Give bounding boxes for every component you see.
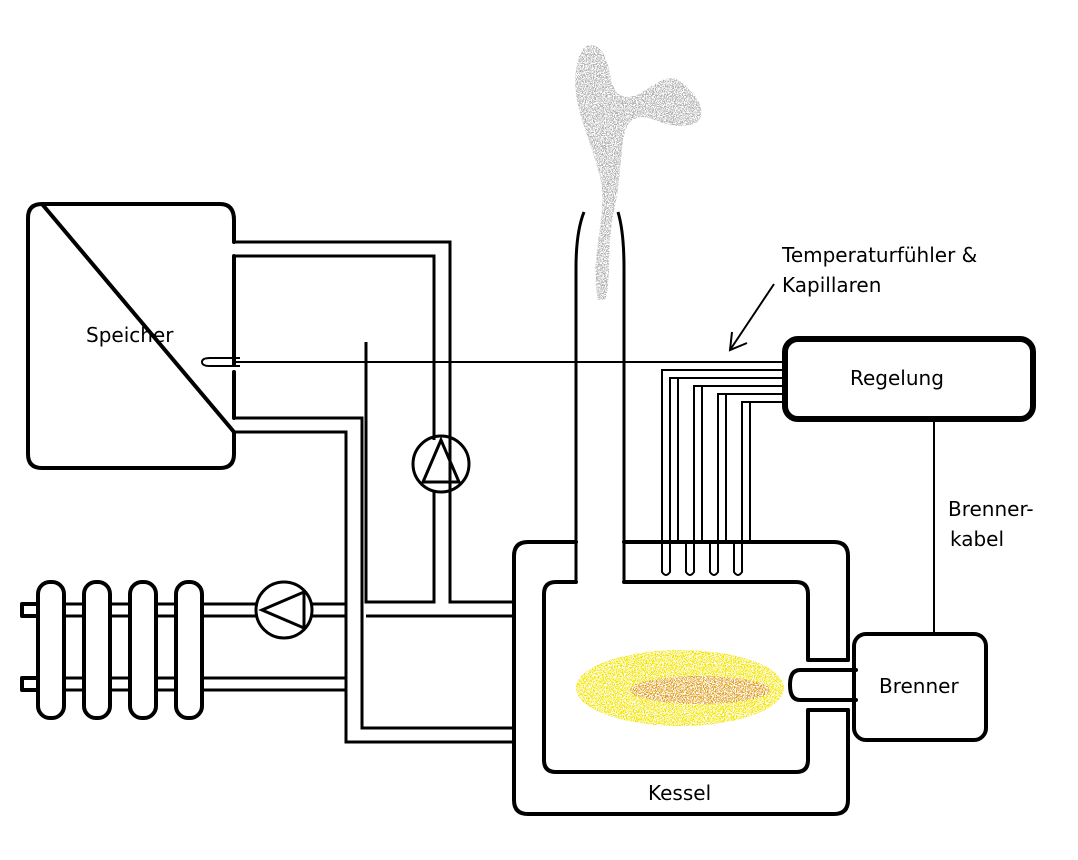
pump-icon	[411, 434, 471, 494]
boiler	[512, 540, 850, 816]
boiler-label: Kessel	[648, 781, 711, 805]
boiler-sensors	[661, 369, 786, 576]
radiator-pipes	[312, 602, 514, 618]
cable-label-line2: kabel	[950, 527, 1004, 551]
storage-sensor	[200, 357, 240, 367]
control-label: Regelung	[850, 366, 944, 390]
storage-loop-pipes	[234, 240, 514, 744]
burner-label: Brenner	[879, 674, 959, 698]
sensor-label-line2: Kapillaren	[782, 273, 881, 297]
arrow-icon	[728, 283, 775, 352]
storage-tank	[26, 202, 236, 470]
sensor-label-line1: Temperaturfühler &	[781, 243, 977, 267]
cable-label-line1: Brenner-	[948, 497, 1034, 521]
chimney	[574, 211, 626, 582]
burner-nozzle	[788, 668, 858, 702]
smoke-icon	[575, 44, 702, 300]
radiator-icon	[20, 580, 346, 720]
flame-icon	[576, 650, 784, 726]
pump-icon	[254, 580, 314, 640]
burner	[852, 632, 988, 742]
storage-label: Speicher	[86, 323, 174, 347]
